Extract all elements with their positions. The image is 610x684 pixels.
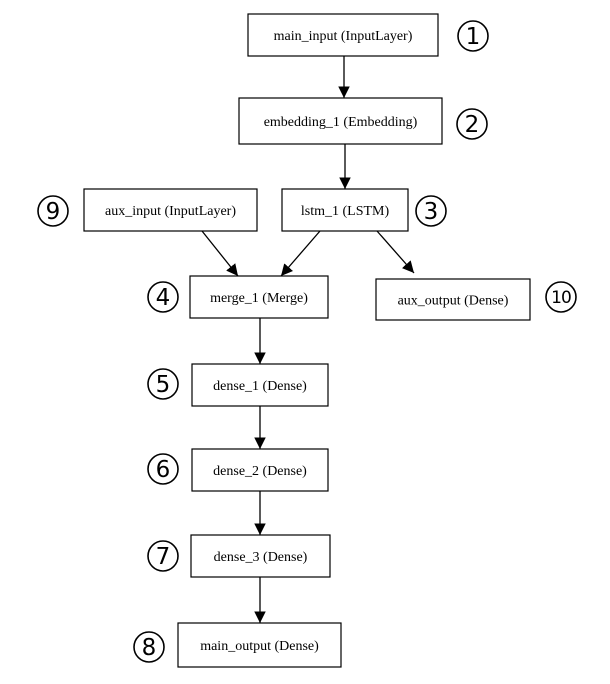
step-number-label: 8 — [142, 635, 157, 661]
step-number-badge: 7 — [147, 540, 179, 572]
step-number-badge: 10 — [545, 281, 577, 313]
step-number-label: 5 — [156, 372, 171, 398]
circle-number-icon — [37, 195, 69, 227]
node-aux-output: aux_output (Dense) — [375, 278, 531, 321]
node-box — [83, 188, 258, 232]
node-box — [238, 97, 443, 145]
node-box — [375, 278, 531, 321]
node-label: aux_output (Dense) — [398, 294, 509, 309]
node-main-output: main_output (Dense) — [177, 622, 342, 668]
circle-number-icon — [456, 108, 488, 140]
node-label: embedding_1 (Embedding) — [264, 115, 418, 130]
step-number-label: 9 — [46, 199, 61, 225]
step-number-label: 6 — [156, 457, 171, 483]
circle-number-icon — [147, 281, 179, 313]
node-label: aux_input (InputLayer) — [105, 204, 236, 219]
node-lstm-1: lstm_1 (LSTM) — [281, 188, 409, 232]
node-dense-3: dense_3 (Dense) — [190, 534, 331, 578]
edge-aux_input-to-merge_1 — [201, 230, 239, 277]
step-number-badge: 1 — [457, 20, 489, 52]
node-main-input: main_input (InputLayer) — [247, 13, 439, 57]
step-number-badge: 3 — [415, 195, 447, 227]
node-box — [247, 13, 439, 57]
circle-number-icon — [147, 368, 179, 400]
node-label: main_output (Dense) — [200, 639, 319, 654]
node-merge-1: merge_1 (Merge) — [189, 275, 329, 319]
step-number-label: 7 — [156, 544, 171, 570]
nodes-layer: main_input (InputLayer) embedding_1 (Embe… — [83, 13, 531, 668]
node-box — [191, 448, 329, 492]
edges-layer — [201, 56, 415, 623]
step-number-badge: 8 — [133, 631, 165, 663]
step-number-badge: 6 — [147, 453, 179, 485]
node-box — [191, 363, 329, 407]
step-number-badge: 5 — [147, 368, 179, 400]
node-box — [189, 275, 329, 319]
markers-layer: 1 2 3 4 5 6 7 8 9 10 — [37, 20, 577, 663]
node-label: dense_2 (Dense) — [213, 464, 307, 479]
node-dense-1: dense_1 (Dense) — [191, 363, 329, 407]
node-label: main_input (InputLayer) — [274, 29, 413, 44]
node-box — [177, 622, 342, 668]
step-number-badge: 9 — [37, 195, 69, 227]
circle-number-icon — [415, 195, 447, 227]
step-number-badge: 4 — [147, 281, 179, 313]
edge-lstm_1-to-merge_1 — [280, 230, 321, 277]
circle-number-icon — [133, 631, 165, 663]
node-label: dense_1 (Dense) — [213, 379, 307, 394]
node-box — [281, 188, 409, 232]
step-number-label: 2 — [465, 112, 480, 138]
step-number-label: 10 — [551, 288, 571, 308]
circle-number-icon — [457, 20, 489, 52]
circle-number-icon — [545, 281, 577, 313]
node-embedding-1: embedding_1 (Embedding) — [238, 97, 443, 145]
edge-lstm_1-to-aux_output — [376, 230, 415, 274]
circle-number-icon — [147, 540, 179, 572]
step-number-label: 3 — [424, 199, 439, 225]
node-label: dense_3 (Dense) — [214, 550, 308, 565]
node-label: lstm_1 (LSTM) — [301, 204, 390, 219]
node-aux-input: aux_input (InputLayer) — [83, 188, 258, 232]
circle-number-icon — [147, 453, 179, 485]
node-dense-2: dense_2 (Dense) — [191, 448, 329, 492]
step-number-label: 1 — [466, 24, 481, 50]
node-label: merge_1 (Merge) — [210, 291, 308, 306]
step-number-label: 4 — [156, 285, 171, 311]
step-number-badge: 2 — [456, 108, 488, 140]
node-box — [190, 534, 331, 578]
